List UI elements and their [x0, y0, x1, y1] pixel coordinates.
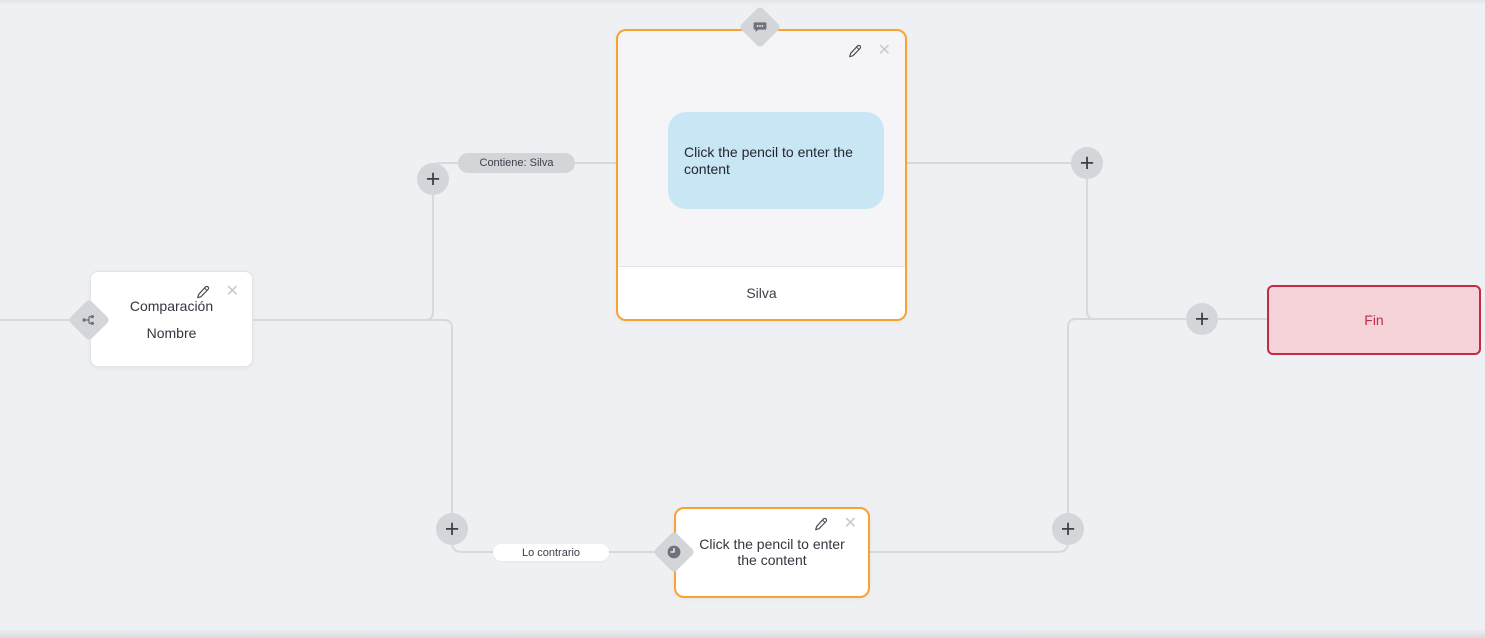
edge-label-true-text: Contiene: Silva [479, 157, 554, 169]
end-node-label: Fin [1364, 312, 1384, 328]
message-footer-label: Silva [746, 285, 777, 301]
edge-label-false-branch[interactable]: Lo contrario [493, 544, 609, 561]
plus-icon: + [444, 514, 460, 543]
message-bubble: Click the pencil to enter the content [668, 112, 884, 209]
edge-label-false-text: Lo contrario [521, 546, 581, 559]
add-node-button-bottom-right[interactable]: + [1052, 513, 1084, 545]
plus-icon: + [1079, 148, 1095, 177]
condition-node[interactable]: ✕ Comparación Nombre [90, 271, 253, 367]
edit-icon[interactable] [813, 517, 828, 532]
message-node[interactable]: ✕ Click the pencil to enter the content … [616, 29, 907, 321]
message-placeholder-text: Click the pencil to enter the content [684, 144, 853, 177]
message-footer: Silva [618, 266, 905, 319]
add-node-button-top-right[interactable]: + [1071, 147, 1103, 179]
action-placeholder-text: Click the pencil to enter the content [699, 536, 845, 569]
add-node-button-bottom-left[interactable]: + [436, 513, 468, 545]
action-node[interactable]: ✕ Click the pencil to enter the content [674, 507, 870, 598]
add-node-button-top-left[interactable]: + [417, 163, 449, 195]
close-icon[interactable]: ✕ [877, 42, 891, 59]
plus-icon: + [425, 164, 441, 193]
condition-title-line1: Comparación [129, 297, 214, 314]
edge-label-true-branch[interactable]: Contiene: Silva [458, 153, 575, 173]
plus-icon: + [1060, 514, 1076, 543]
condition-title-line2: Nombre [146, 324, 197, 341]
end-node[interactable]: Fin [1267, 285, 1481, 355]
close-icon[interactable]: ✕ [225, 283, 239, 300]
edit-icon[interactable] [847, 44, 862, 59]
edit-icon[interactable] [195, 285, 210, 300]
add-node-button-before-end[interactable]: + [1186, 303, 1218, 335]
close-icon[interactable]: ✕ [843, 515, 857, 532]
plus-icon: + [1194, 304, 1210, 333]
